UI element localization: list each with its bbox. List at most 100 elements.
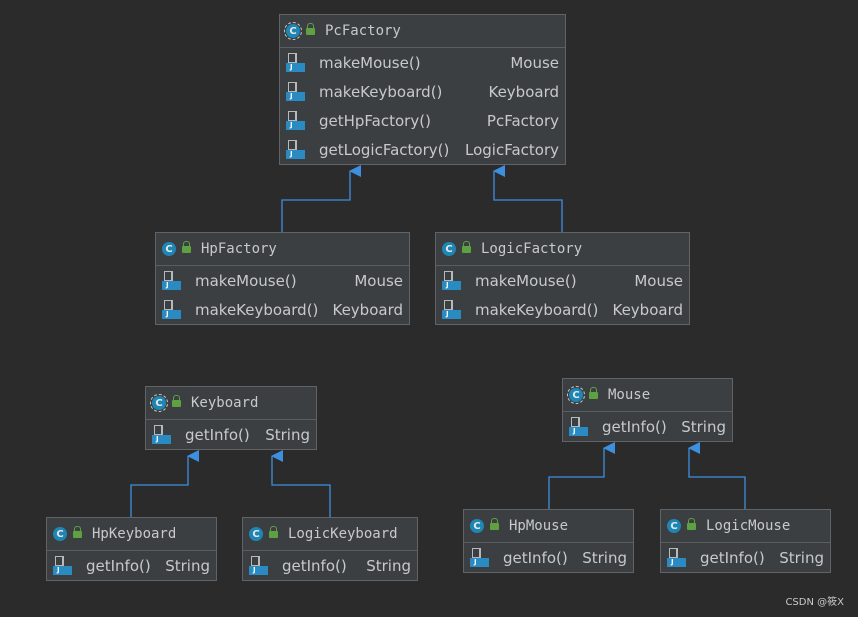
- edge-logicfactory-pcfactory: [493, 165, 563, 232]
- edge-logickeyboard-keyboard: [271, 450, 331, 517]
- class-header[interactable]: C Mouse: [563, 379, 732, 412]
- public-lock-icon: [73, 526, 82, 538]
- method-icon: J: [286, 82, 305, 101]
- class-c-icon: C: [249, 527, 263, 541]
- class-header[interactable]: C PcFactory: [280, 15, 565, 48]
- class-c-icon: C: [667, 519, 681, 533]
- method-name: makeMouse(): [195, 271, 297, 290]
- method-return-type: Mouse: [354, 271, 403, 290]
- edge-logicmouse-mouse: [688, 442, 746, 509]
- method-name: getHpFactory(): [319, 111, 431, 130]
- method-return-type: String: [265, 425, 310, 444]
- method-icon: J: [286, 111, 305, 130]
- method-icon: J: [286, 53, 305, 72]
- edge-hpkeyboard-keyboard: [130, 450, 199, 517]
- method-name: getInfo(): [503, 548, 568, 567]
- method-icon: J: [162, 300, 181, 319]
- method-name: makeKeyboard(): [195, 300, 319, 319]
- method-return-type: String: [582, 548, 627, 567]
- method-return-type: String: [681, 417, 726, 436]
- class-c-icon: C: [150, 394, 168, 412]
- class-header[interactable]: C HpFactory: [156, 233, 409, 266]
- method-name: getInfo(): [602, 417, 667, 436]
- method-return-type: Keyboard: [488, 82, 559, 101]
- method-icon: J: [667, 548, 686, 567]
- method-icon: J: [286, 140, 305, 159]
- method-icon: J: [569, 417, 588, 436]
- method-name: makeKeyboard(): [475, 300, 599, 319]
- method-name: getLogicFactory(): [319, 140, 450, 159]
- public-lock-icon: [462, 241, 471, 253]
- method-icon: J: [442, 300, 461, 319]
- class-name: Keyboard: [191, 395, 259, 411]
- class-c-icon: C: [53, 527, 67, 541]
- public-lock-icon: [306, 23, 315, 35]
- public-lock-icon: [687, 518, 696, 530]
- method-name: makeMouse(): [475, 271, 577, 290]
- watermark: CSDN @筱X: [785, 597, 844, 608]
- method-return-type: Keyboard: [612, 300, 683, 319]
- method-name: getInfo(): [185, 425, 250, 444]
- public-lock-icon: [172, 395, 181, 407]
- edge-hpfactory-pcfactory: [281, 165, 361, 232]
- method-name: getInfo(): [86, 556, 151, 575]
- class-name: PcFactory: [325, 23, 401, 39]
- class-name: Mouse: [608, 387, 651, 403]
- method-return-type: String: [165, 556, 210, 575]
- class-header[interactable]: C HpKeyboard: [47, 518, 216, 551]
- class-c-icon: C: [567, 386, 585, 404]
- method-name: getInfo(): [282, 556, 347, 575]
- public-lock-icon: [490, 518, 499, 530]
- class-name: HpKeyboard: [92, 526, 177, 542]
- class-c-icon: C: [442, 242, 456, 256]
- class-c-icon: C: [162, 242, 176, 256]
- method-icon: J: [470, 548, 489, 567]
- class-c-icon: C: [284, 22, 302, 40]
- edge-hpmouse-mouse: [548, 442, 615, 509]
- method-return-type: Mouse: [510, 53, 559, 72]
- method-return-type: String: [366, 556, 411, 575]
- class-header[interactable]: C LogicMouse: [661, 510, 830, 543]
- public-lock-icon: [269, 526, 278, 538]
- public-lock-icon: [182, 241, 191, 253]
- class-c-icon: C: [470, 519, 484, 533]
- method-name: makeKeyboard(): [319, 82, 443, 101]
- class-header[interactable]: C LogicKeyboard: [243, 518, 417, 551]
- class-name: LogicMouse: [706, 518, 791, 534]
- class-name: LogicKeyboard: [288, 526, 398, 542]
- class-header[interactable]: C Keyboard: [146, 387, 316, 420]
- method-name: getInfo(): [700, 548, 765, 567]
- class-name: HpFactory: [201, 241, 277, 257]
- method-icon: J: [152, 425, 171, 444]
- method-return-type: Keyboard: [332, 300, 403, 319]
- method-return-type: PcFactory: [486, 111, 559, 130]
- method-icon: J: [249, 556, 268, 575]
- method-return-type: Mouse: [634, 271, 683, 290]
